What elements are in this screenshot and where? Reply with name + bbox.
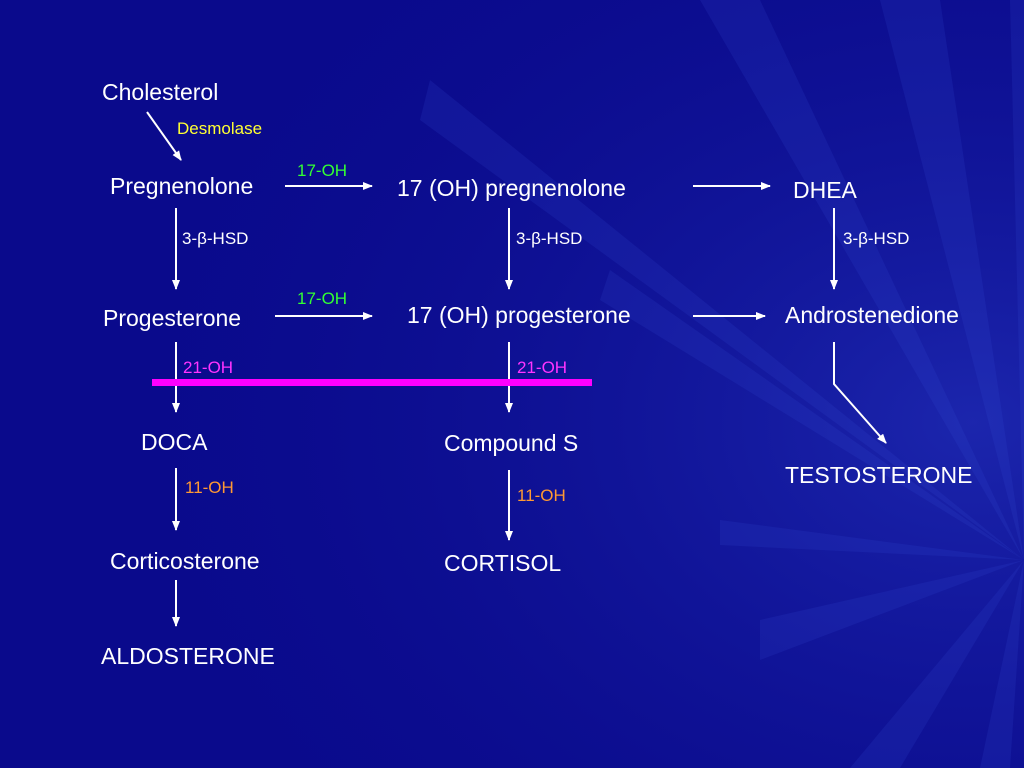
enzyme-desmolase: Desmolase bbox=[177, 119, 263, 138]
node-pregnenolone: Pregnenolone bbox=[110, 173, 254, 199]
node-doca: DOCA bbox=[141, 429, 208, 455]
enzyme-11oh-middle: 11-OH bbox=[517, 486, 566, 505]
node-dhea: DHEA bbox=[793, 177, 857, 203]
enzyme-21oh-middle: 21-OH bbox=[517, 358, 568, 377]
node-compound-s: Compound S bbox=[444, 430, 579, 456]
node-corticosterone: Corticosterone bbox=[110, 548, 260, 574]
node-cholesterol: Cholesterol bbox=[102, 79, 219, 105]
node-17oh-progesterone: 17 (OH) progesterone bbox=[407, 302, 631, 328]
enzyme-3b-hsd-left: 3-β-HSD bbox=[182, 229, 249, 248]
node-testosterone: TESTOSTERONE bbox=[785, 462, 973, 488]
enzyme-11oh-left: 11-OH bbox=[185, 478, 234, 497]
21-oh-block-bar bbox=[152, 379, 592, 386]
arrow-cholesterol-pregnenolone bbox=[146, 111, 182, 161]
enzyme-17oh-top: 17-OH bbox=[297, 161, 348, 180]
node-progesterone: Progesterone bbox=[103, 305, 242, 331]
node-aldosterone: ALDOSTERONE bbox=[101, 643, 275, 669]
enzyme-3b-hsd-right: 3-β-HSD bbox=[843, 229, 910, 248]
node-17oh-pregnenolone: 17 (OH) pregnenolone bbox=[397, 175, 626, 201]
arrow-androstenedione-testosterone bbox=[833, 342, 887, 444]
enzyme-21oh-left: 21-OH bbox=[183, 358, 234, 377]
enzyme-17oh-middle: 17-OH bbox=[297, 289, 348, 308]
node-androstenedione: Androstenedione bbox=[785, 302, 959, 328]
node-cortisol: CORTISOL bbox=[444, 550, 562, 576]
enzyme-3b-hsd-middle: 3-β-HSD bbox=[516, 229, 583, 248]
